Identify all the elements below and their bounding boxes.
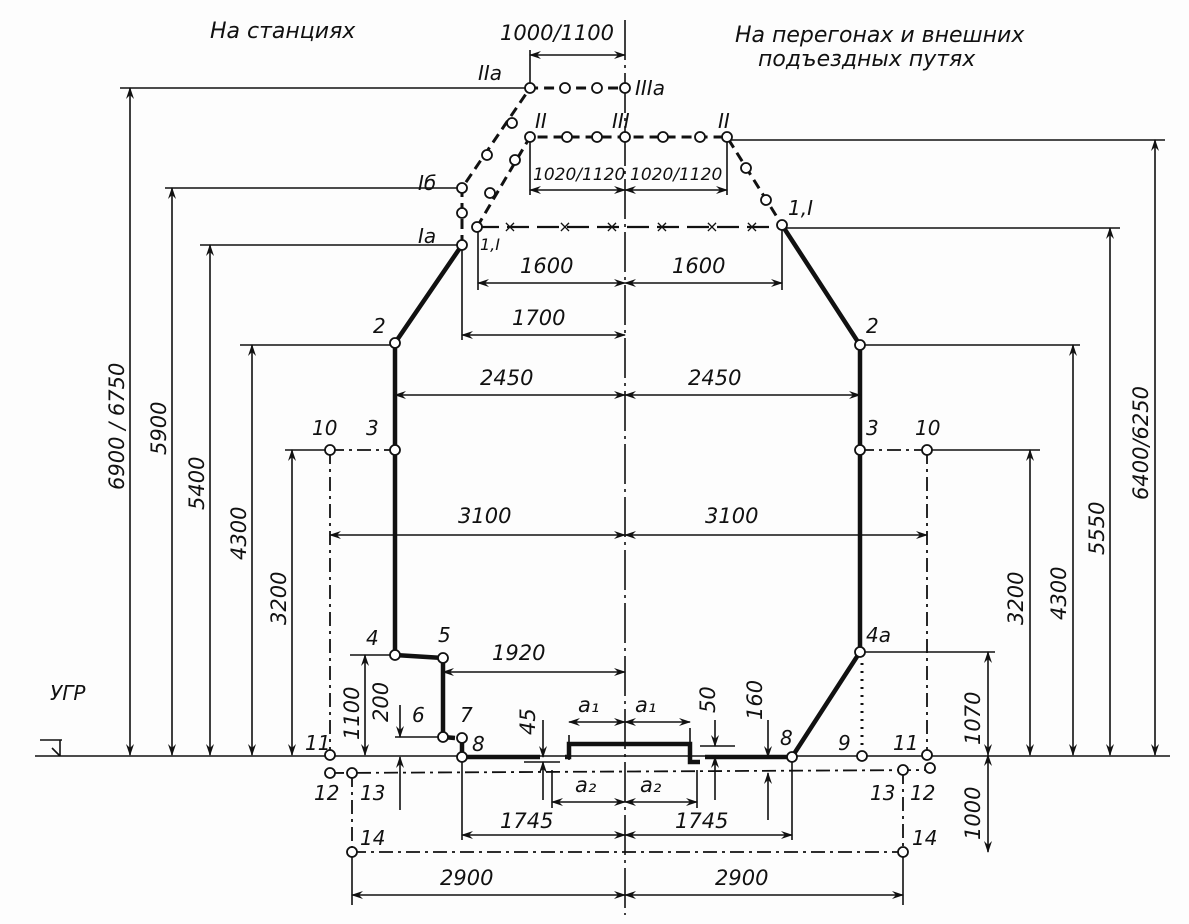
dim-label: 6900 / 6750 (105, 363, 129, 490)
point-label: II (718, 109, 730, 133)
svg-text:×: × (605, 217, 618, 236)
dim-label: 1920 (492, 641, 545, 665)
dim-label: 1020/1120 (533, 165, 625, 185)
point-label: Iб (418, 171, 436, 195)
svg-text:×: × (503, 217, 516, 236)
dim-label: a₂ (640, 773, 662, 797)
dim-label: 45 (516, 708, 540, 735)
vertical-dimension-labels: 6900 / 6750 5900 5400 4300 3200 1100 200… (105, 363, 1153, 840)
point-label: 13 (360, 781, 385, 805)
point-label: 10 (915, 416, 940, 440)
point-label: 7 (460, 703, 473, 727)
title-stations: На станциях (210, 19, 356, 44)
point-label: IIa (478, 61, 502, 85)
dim-label: 5400 (185, 457, 209, 510)
point-label: 14 (912, 826, 937, 850)
point-label: 1,I (788, 196, 813, 220)
gauge-upper-b (475, 135, 784, 228)
title-hauls-line2: подъездных путях (758, 47, 976, 72)
gauge-points (324, 82, 936, 858)
point-label: 12 (910, 781, 935, 805)
point-label: 8 (472, 732, 485, 756)
point-label: 3 (866, 416, 879, 440)
dim-label: 5900 (147, 402, 171, 455)
dim-label: 1745 (675, 809, 728, 833)
line-12-13 (329, 769, 931, 774)
point-label: 4 (366, 626, 379, 650)
point-label: 14 (360, 826, 385, 850)
point-label: 8 (780, 726, 793, 750)
dim-label: a₂ (575, 773, 597, 797)
title-hauls-line1: На перегонах и внешних (735, 23, 1025, 48)
svg-text:×: × (745, 217, 758, 236)
dim-label: 2900 (440, 866, 493, 890)
dim-label: 1600 (672, 254, 725, 278)
dim-label: 1700 (512, 306, 565, 330)
point-label: 9 (838, 731, 851, 755)
gauge-upper-a (460, 86, 625, 245)
dim-label: 5550 (1085, 502, 1109, 555)
dim-label: 4300 (227, 507, 251, 560)
dim-label: a₁ (578, 693, 599, 717)
point-label: 1,I (480, 235, 500, 254)
dim-label: 3200 (1004, 572, 1028, 625)
point-label: 2 (866, 314, 879, 338)
small-dimension-arrows (396, 705, 772, 820)
dim-label: 1100 (340, 687, 364, 740)
point-label: 11 (305, 731, 330, 755)
dim-label: 1020/1120 (630, 165, 722, 185)
gauge-bottom-left (459, 739, 792, 765)
gauge-outline-right (780, 223, 863, 759)
ground-level-label: УГР (50, 681, 86, 705)
point-label: 13 (870, 781, 895, 805)
x-marks: × × × × × × (503, 217, 758, 236)
dim-label: 2900 (715, 866, 768, 890)
ground-marker-icon (40, 739, 62, 757)
svg-text:×: × (558, 217, 571, 236)
svg-text:×: × (705, 217, 718, 236)
dim-label: 50 (696, 686, 720, 713)
svg-text:×: × (655, 217, 668, 236)
dim-label: 1070 (961, 692, 985, 745)
point-label: Ia (418, 224, 436, 248)
dimension-arrows (126, 51, 1159, 899)
extension-lines (120, 50, 1165, 905)
point-label: 3 (366, 416, 379, 440)
dim-label: 1000 (961, 787, 985, 840)
point-label: II (535, 109, 547, 133)
dim-label: 4300 (1047, 567, 1071, 620)
point-label: IIIa (635, 76, 665, 100)
dim-label: 6400/6250 (1129, 386, 1153, 500)
dim-label: 200 (369, 682, 393, 722)
point-label: 2 (373, 314, 386, 338)
point-label: 11 (893, 731, 918, 755)
gauge-outline-left (392, 243, 464, 741)
dim-label: 3100 (458, 504, 511, 528)
dim-label: a₁ (635, 693, 656, 717)
dimension-labels: 1000/1100 1020/1120 1020/1120 1600 1600 … (440, 21, 768, 890)
dim-label: 2450 (688, 366, 741, 390)
dim-label: 1600 (520, 254, 573, 278)
point-label: 5 (438, 623, 451, 647)
dim-label: 3100 (705, 504, 758, 528)
point-label: III (612, 109, 630, 133)
dim-label: 3200 (267, 572, 291, 625)
point-label: 10 (312, 416, 337, 440)
point-label: 4a (866, 623, 891, 647)
point-label: 6 (412, 703, 425, 727)
dim-label: 160 (743, 680, 767, 720)
point-label: 12 (314, 781, 339, 805)
dim-label: 2450 (480, 366, 533, 390)
dim-label: 1000/1100 (500, 21, 614, 45)
point-labels: IIa IIIa II III II Iб Ia 1,I 1,I 2 2 3 3… (305, 61, 940, 850)
dim-label: 1745 (500, 809, 553, 833)
